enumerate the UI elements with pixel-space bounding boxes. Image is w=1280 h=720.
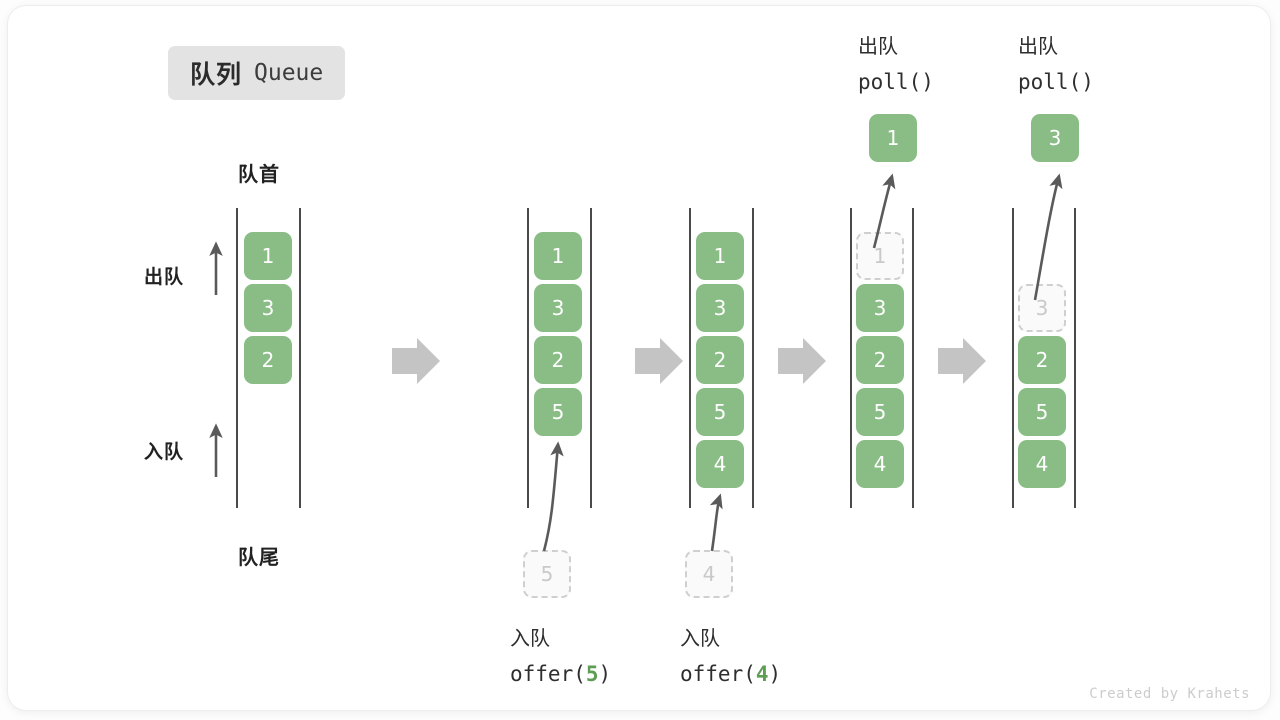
queue-cell-ghost: 1	[856, 232, 904, 280]
queue-cell-ghost: 3	[1018, 284, 1066, 332]
queue-cell: 2	[244, 336, 292, 384]
queue-cell: 4	[696, 440, 744, 488]
queue-cell: 3	[856, 284, 904, 332]
stage-offer-5-op-cn: 入队	[510, 626, 550, 650]
stage-poll-1-op-cn: 出队	[858, 34, 898, 58]
queue-cell: 4	[856, 440, 904, 488]
queue-cell: 5	[534, 388, 582, 436]
queue-rail-right	[912, 208, 914, 508]
queue-cell: 3	[534, 284, 582, 332]
stage-poll-1-header: 出队 poll()	[858, 28, 934, 100]
queue-rail-left	[527, 208, 529, 508]
stage-offer-4-op-code: offer(4)	[680, 662, 782, 686]
incoming-element-ghost: 5	[523, 550, 571, 598]
stage-offer-5-op-code: offer(5)	[510, 662, 612, 686]
stage-offer-4-op-cn: 入队	[680, 626, 720, 650]
queue-rail-left	[1012, 208, 1014, 508]
stage-poll-3-op-cn: 出队	[1018, 34, 1058, 58]
watermark: Created by Krahets	[1089, 686, 1250, 702]
queue-rail-right	[590, 208, 592, 508]
queue-cell: 5	[856, 388, 904, 436]
label-queue-head: 队首	[238, 164, 280, 186]
queue-rail-right	[1074, 208, 1076, 508]
stage-offer-4-caption: 入队 offer(4)	[680, 620, 781, 692]
queue-cell: 5	[696, 388, 744, 436]
diagram-card	[8, 6, 1270, 710]
queue-cell: 1	[696, 232, 744, 280]
queue-cell: 3	[244, 284, 292, 332]
title-english: Queue	[254, 60, 324, 86]
queue-cell: 2	[856, 336, 904, 384]
stage-poll-3-header: 出队 poll()	[1018, 28, 1094, 100]
stage-poll-3-op-code: poll()	[1018, 70, 1094, 94]
queue-cell: 2	[534, 336, 582, 384]
label-dequeue-direction: 出队	[144, 267, 185, 288]
queue-cell: 2	[696, 336, 744, 384]
stage-poll-1-op-code: poll()	[858, 70, 934, 94]
queue-rail-left	[689, 208, 691, 508]
queue-rail-right	[752, 208, 754, 508]
queue-cell: 1	[534, 232, 582, 280]
title-chinese: 队列	[190, 61, 243, 89]
incoming-element-ghost: 4	[685, 550, 733, 598]
queue-cell: 1	[244, 232, 292, 280]
label-queue-tail: 队尾	[238, 547, 280, 569]
label-enqueue-direction: 入队	[144, 442, 185, 463]
queue-rail-right	[299, 208, 301, 508]
queue-rail-left	[236, 208, 238, 508]
queue-cell: 4	[1018, 440, 1066, 488]
polled-element: 3	[1031, 114, 1079, 162]
queue-cell: 5	[1018, 388, 1066, 436]
polled-element: 1	[869, 114, 917, 162]
stage-offer-5-value: 5	[585, 662, 599, 686]
stage-offer-5-caption: 入队 offer(5)	[510, 620, 611, 692]
queue-rail-left	[850, 208, 852, 508]
queue-cell: 2	[1018, 336, 1066, 384]
queue-cell: 3	[696, 284, 744, 332]
stage-offer-4-value: 4	[755, 662, 769, 686]
diagram-title-badge: 队列 Queue	[168, 46, 346, 100]
